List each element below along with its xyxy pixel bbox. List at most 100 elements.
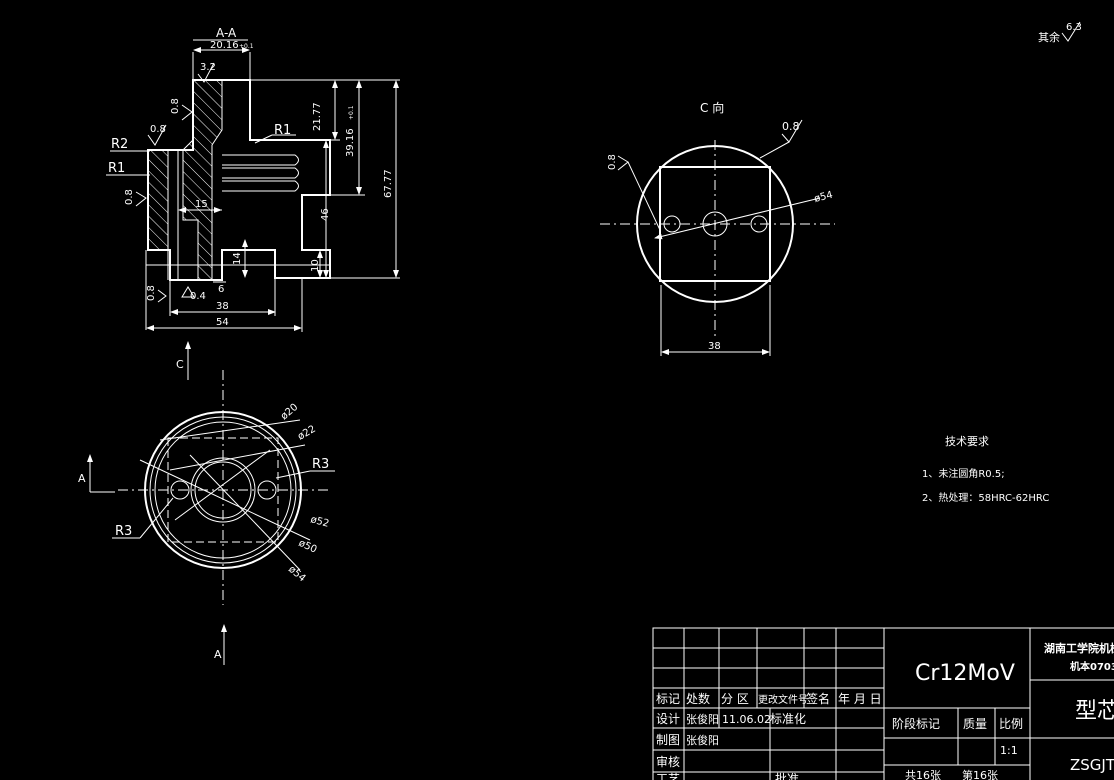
approve-label: 批准 xyxy=(775,771,799,780)
header-mark: 标记 xyxy=(656,692,680,706)
dim-d52: ø52 xyxy=(309,514,330,530)
roughness-symbol xyxy=(617,155,629,171)
roughness-08b: 0.8 xyxy=(170,98,181,114)
dim-d22: ø22 xyxy=(296,424,318,443)
hatched-left xyxy=(147,149,169,251)
leader xyxy=(254,134,273,144)
dim-38-text: 38 xyxy=(216,301,229,312)
leader xyxy=(759,141,790,159)
dim-15-text: 15 xyxy=(195,199,208,210)
title-block: Cr12MoV 湖南工学院机械 机本0703 型芯 ZSGJT- 标记 处数 分… xyxy=(652,627,1114,780)
roughness-08a: 0.8 xyxy=(150,124,166,135)
label-a-left: A xyxy=(78,472,86,485)
mass-label: 质量 xyxy=(963,717,987,731)
design-label: 设计 xyxy=(656,712,680,726)
dim-r3-left: R3 xyxy=(115,524,132,539)
dim-r3-right: R3 xyxy=(312,457,329,472)
dim-54-text: 54 xyxy=(216,317,229,328)
roughness-symbol xyxy=(135,191,147,207)
material: Cr12MoV xyxy=(915,661,1015,686)
leader xyxy=(189,454,301,571)
section-view-aa: A-A 20.16 +0.1 R2 R1 R1 3.2 0.8 xyxy=(106,26,400,332)
drawer: 张俊阳 xyxy=(686,733,719,747)
roughness-symbol xyxy=(157,289,167,303)
drawing-number: ZSGJT- xyxy=(1070,756,1114,774)
dim-top-width-text: 20.16 xyxy=(210,40,239,51)
view-c: C 向 ø54 38 0.8 0.8 xyxy=(600,100,835,356)
rib xyxy=(222,167,299,179)
dim-d54: ø54 xyxy=(286,564,308,585)
header-count: 处数 xyxy=(686,691,710,706)
section-title: A-A xyxy=(216,26,237,40)
roughness-symbol xyxy=(197,62,215,83)
header-date: 年 月 日 xyxy=(838,692,882,706)
drawn-label: 制图 xyxy=(656,733,680,747)
design-date: 11.06.02 xyxy=(722,713,771,726)
roughness-08a: 0.8 xyxy=(782,120,800,133)
hole-left xyxy=(170,480,190,500)
dim-r1-right: R1 xyxy=(274,123,291,138)
roughness-08c: 0.8 xyxy=(124,189,135,205)
leader xyxy=(275,470,311,479)
dim-67-77-text: 67.77 xyxy=(383,169,394,198)
note-1: 1、未注圆角R0.5; xyxy=(922,467,1005,480)
rib xyxy=(222,180,299,192)
dim-d20: ø20 xyxy=(279,402,301,423)
roughness-04: 0.4 xyxy=(190,291,206,302)
header-change-doc: 更改文件号 xyxy=(758,693,808,706)
leader xyxy=(174,449,271,521)
process-label: 工艺 xyxy=(656,772,680,780)
roughness-symbol xyxy=(1061,21,1081,42)
part-name: 型芯 xyxy=(1075,699,1114,724)
scale-label: 比例 xyxy=(999,717,1023,731)
leader xyxy=(139,459,311,541)
roughness-symbol xyxy=(181,286,195,298)
plan-view: C A A ø20 ø22 R3 R3 ø52 ø50 ø54 xyxy=(78,341,335,665)
roughness-rest-value: 6.3 xyxy=(1066,22,1082,33)
roughness-rest-label: 其余 xyxy=(1038,30,1060,44)
dim-21-77-text: 21.77 xyxy=(312,102,323,131)
sheet-number: 第16张 xyxy=(962,768,998,780)
rib xyxy=(222,154,299,166)
roughness-rest-note: 其余 6.3 xyxy=(1038,21,1082,44)
scale-value: 1:1 xyxy=(1000,744,1018,757)
class-name: 机本0703 xyxy=(1070,660,1114,673)
dim-dia54-text: ø54 xyxy=(813,190,834,205)
header-zone: 分 区 xyxy=(721,692,749,706)
dim-39-16-tol: +0.1 xyxy=(348,105,355,120)
dim-top-width-tol: +0.1 xyxy=(239,43,254,50)
roughness-32: 3.2 xyxy=(200,62,216,73)
standardize-label: 标准化 xyxy=(770,712,806,726)
roughness-symbol xyxy=(147,124,167,146)
dim-dia54-leader xyxy=(654,197,821,240)
dim-38-text: 38 xyxy=(708,341,721,352)
notes-title: 技术要求 xyxy=(945,435,989,448)
school-name: 湖南工学院机械 xyxy=(1044,641,1114,655)
dim-d50: ø50 xyxy=(297,538,319,556)
technical-notes: 技术要求 1、未注圆角R0.5; 2、热处理：58HRC-62HRC xyxy=(922,435,1049,504)
stage-label: 阶段标记 xyxy=(892,716,940,731)
label-a-bottom: A xyxy=(214,648,222,661)
dim-39-16-text: 39.16 xyxy=(345,128,356,157)
view-c-title: C 向 xyxy=(700,100,724,115)
leader xyxy=(139,497,174,539)
sheets-total: 共16张 xyxy=(905,769,941,780)
dim-r2: R2 xyxy=(111,137,128,152)
roughness-08b: 0.8 xyxy=(607,154,618,170)
dim-14-text: 14 xyxy=(232,252,243,265)
roughness-08d: 0.8 xyxy=(146,285,157,301)
header-sign: 签名 xyxy=(806,691,830,706)
label-c: C xyxy=(176,358,184,371)
dim-46-text: 46 xyxy=(320,208,331,221)
roughness-symbol xyxy=(181,104,193,121)
designer: 张俊阳 xyxy=(686,712,719,726)
dim-6-text: 6 xyxy=(218,284,224,295)
note-2: 2、热处理：58HRC-62HRC xyxy=(922,491,1049,504)
leader xyxy=(159,419,301,441)
leader xyxy=(169,444,306,471)
dim-10-text: 10 xyxy=(310,259,321,272)
leader xyxy=(627,161,661,231)
check-label: 审核 xyxy=(656,754,680,769)
dim-r1-left: R1 xyxy=(108,161,125,176)
